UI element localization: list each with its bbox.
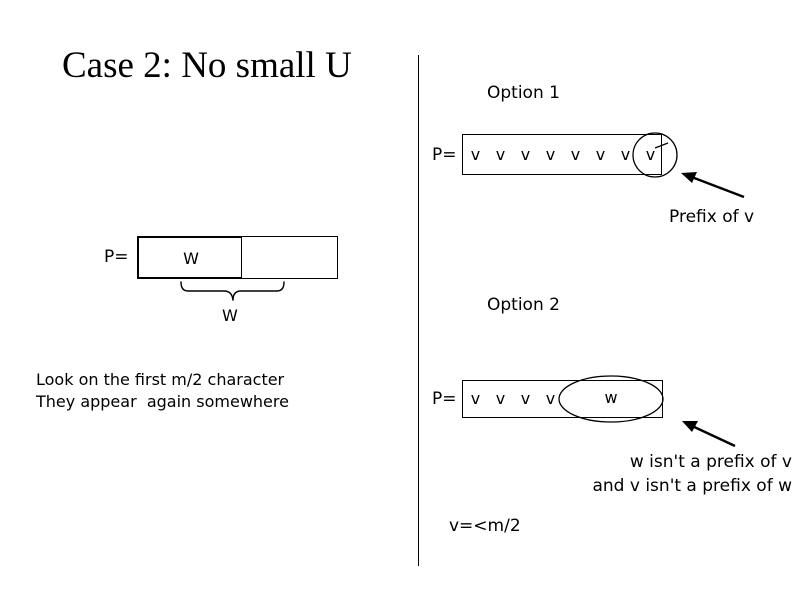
string-cell: v [645, 145, 656, 164]
option2-ellipse-label: w [604, 388, 618, 407]
option1-heading: Option 1 [487, 83, 560, 103]
string-cell: v [545, 389, 556, 408]
vertical-divider [418, 55, 419, 566]
string-cell: v [520, 389, 531, 408]
string-cell: v [470, 389, 481, 408]
page-title: Case 2: No small U [62, 45, 352, 86]
string-cell: v [470, 145, 481, 164]
string-cell: v [495, 389, 506, 408]
left-note-line1: Look on the first m/2 character [36, 370, 285, 389]
string-cell: v [520, 145, 531, 164]
string-cell: v [545, 145, 556, 164]
option1-p-label: P= [432, 145, 457, 165]
option2-annotation-line1: w isn't a prefix of v [629, 452, 792, 472]
left-brace-label: W [222, 306, 238, 325]
footer-formula: v=<m/2 [449, 516, 521, 536]
option2-p-label: P= [432, 389, 457, 409]
left-outer-box [137, 236, 338, 279]
string-cell: v [570, 145, 581, 164]
string-cell: v [620, 145, 631, 164]
option1-annotation: Prefix of v [669, 207, 755, 227]
option2-heading: Option 2 [487, 295, 560, 315]
option2-annotation-line2: and v isn't a prefix of w [592, 476, 792, 496]
left-inner-box: W [138, 237, 242, 278]
left-p-label: P= [104, 247, 129, 267]
string-cell: v [595, 145, 606, 164]
left-curly-brace [180, 281, 285, 301]
option2-arrow [682, 421, 736, 448]
string-cell: v [495, 145, 506, 164]
left-note-line2: They appear again somewhere [36, 392, 289, 411]
option1-arrow [681, 172, 745, 199]
left-inner-box-label: W [183, 249, 199, 268]
